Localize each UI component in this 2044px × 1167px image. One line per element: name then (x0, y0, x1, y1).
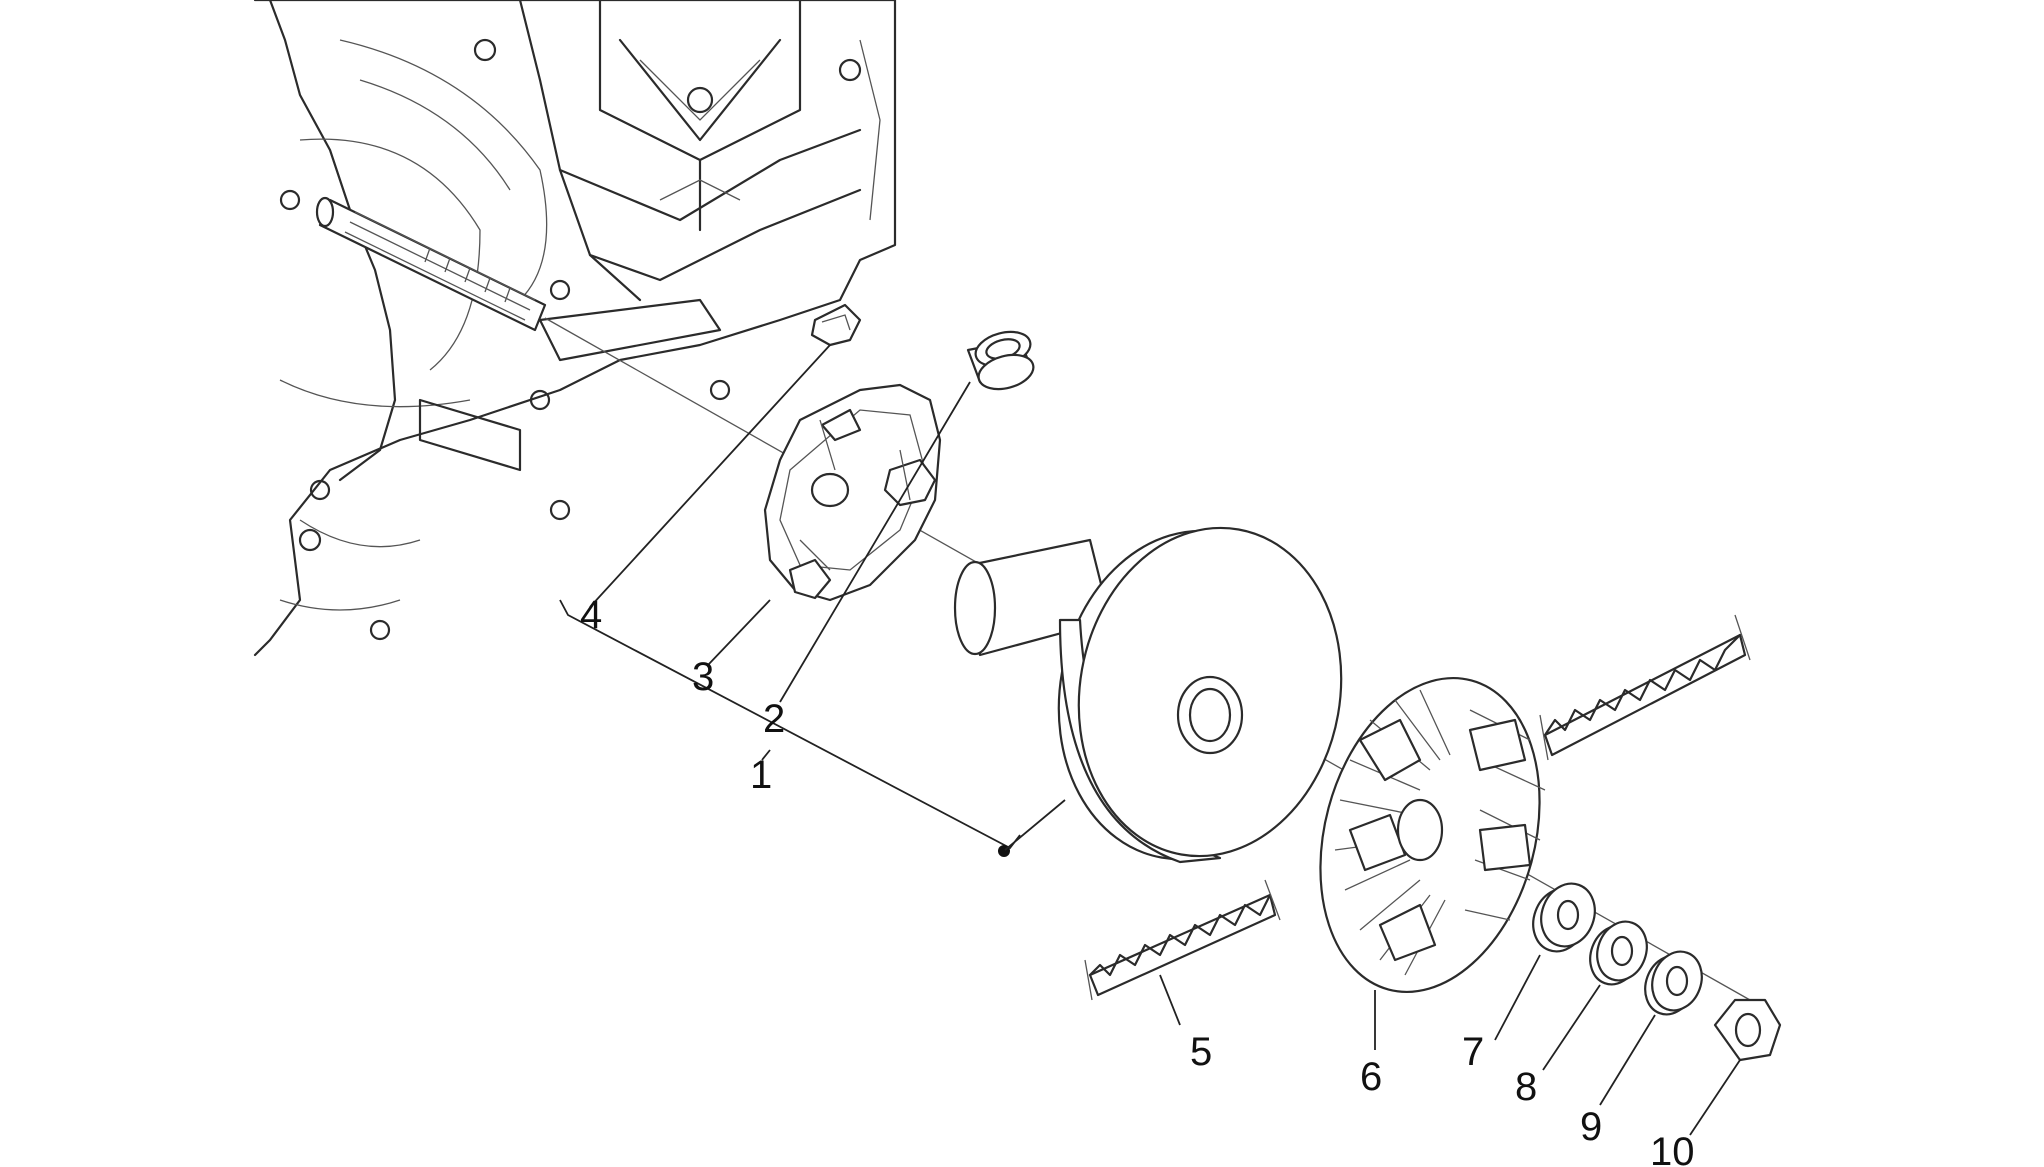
leader-lines (589, 344, 1741, 1136)
part-8-washer (1589, 920, 1648, 986)
callout-2: 2 (763, 697, 785, 741)
callout-10: 10 (1650, 1130, 1695, 1167)
callout-7: 7 (1462, 1030, 1484, 1074)
callout-9: 9 (1580, 1105, 1602, 1149)
part-6-fan-pulley (1319, 676, 1546, 994)
callout-6: 6 (1360, 1055, 1382, 1099)
callout-4: 4 (580, 593, 602, 637)
part-5-drive-belt (1084, 614, 1751, 1001)
callout-5: 5 (1190, 1030, 1212, 1074)
part-3-ramp-plate (763, 383, 942, 602)
crankcase-housing (253, 0, 897, 657)
part-2-bushing (966, 330, 1035, 391)
callout-3: 3 (692, 655, 714, 699)
callout-labels: 1 2 3 4 5 6 7 8 9 10 (580, 593, 1695, 1167)
callout-1: 1 (750, 753, 772, 797)
callout-8: 8 (1515, 1065, 1537, 1109)
part-4-circlip (810, 303, 862, 347)
assembly-1-bracket (559, 599, 1021, 857)
part-10-nut (1713, 998, 1782, 1062)
part-9-washer (1644, 950, 1703, 1016)
part-1-pulley-half (953, 526, 1343, 864)
part-7-washer (1532, 882, 1596, 953)
